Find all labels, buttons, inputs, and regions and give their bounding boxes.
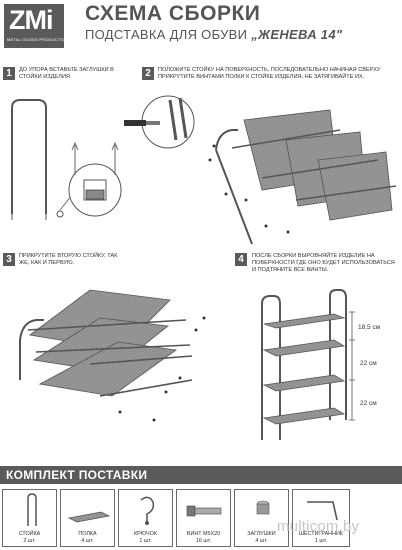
post-icon [27, 493, 37, 526]
step-2-screw-detail [124, 95, 195, 149]
step-2-assembly [208, 109, 397, 245]
step-2-number: 2 [142, 67, 154, 80]
kit-item-label: ПОЛКА [78, 531, 97, 537]
kit-item-post: СТОЙКА 2 шт. [2, 489, 57, 547]
cap-icon [256, 500, 270, 515]
kit-item-shelf: ПОЛКА 4 шт. [60, 489, 115, 547]
step-4-number: 4 [235, 253, 247, 266]
page-title: СХЕМА СБОРКИ [85, 2, 261, 25]
step-4-finished-rack [261, 289, 355, 440]
step-1-text: ДО УПОРА ВСТАВЬТЕ ЗАГЛУШКИ В СТОЙКИ ИЗДЕ… [19, 67, 114, 80]
kit-item-caps: ЗАГЛУШКИ 4 шт. [234, 489, 289, 547]
step-1-number: 1 [3, 67, 15, 80]
assembly-illustrations [11, 95, 397, 440]
dimension-label: 22 см [360, 360, 377, 367]
kit-item-qty: 1 шт. [139, 538, 152, 544]
logo-text: ZMi [9, 5, 53, 35]
step-3-number: 3 [3, 253, 15, 266]
subtitle-prefix: ПОДСТАВКА ДЛЯ ОБУВИ [85, 27, 248, 42]
kit-item-qty: 1 шт. [314, 538, 328, 544]
kit-item-label: КРЮЧОК [134, 531, 157, 537]
dimension-label: 22 см [360, 400, 377, 407]
logo-tagline: METAL GOODS PRODUCTION [7, 37, 69, 42]
shelf-icon [67, 511, 111, 523]
hook-icon [140, 496, 155, 525]
kit-item-hook: КРЮЧОК 1 шт. [118, 489, 173, 547]
kit-item-label: ВИНТ М5х20 [186, 531, 221, 537]
kit-item-label: ЗАГЛУШКИ [247, 531, 276, 537]
product-name: „ЖЕНЕВА 14" [251, 27, 343, 42]
screw-icon [186, 505, 222, 517]
step-3-assembly [19, 289, 206, 422]
kit-item-hex-key: ШЕСТИГРАННИК 1 шт. [292, 489, 350, 547]
step-1-cap-detail [68, 141, 122, 217]
hex-key-icon [307, 501, 338, 521]
kit-item-qty: 16 шт. [195, 538, 212, 544]
kit-item-label: ШЕСТИГРАННИК [299, 531, 343, 537]
kit-item-label: СТОЙКА [18, 531, 41, 537]
kit-item-screw: ВИНТ М5х20 16 шт. [176, 489, 231, 547]
dimension-label: 18,5 см [358, 324, 381, 331]
step-3-text: ПРИКРУТИТЕ ВТОРУЮ СТОЙКУ, ТАК ЖЕ, КАК И … [19, 253, 118, 266]
kit-item-qty: 4 шт. [81, 538, 94, 544]
kit-title: КОМПЛЕКТ ПОСТАВКИ [0, 466, 402, 484]
step-2-text: ПОЛОЖИТЕ СТОЙКУ НА ПОВЕРХНОСТЬ, ПОСЛЕДОВ… [158, 67, 381, 80]
page-subtitle: ПОДСТАВКА ДЛЯ ОБУВИ „ЖЕНЕВА 14" [85, 27, 342, 42]
kit-item-qty: 2 шт. [23, 538, 36, 544]
step-4-text: ПОСЛЕ СБОРКИ ВЫРОВНЯЙТЕ ИЗДЕЛИЕ НА ПОВЕР… [252, 253, 395, 273]
step-1-frame-illustration [11, 99, 73, 220]
brand-logo: ZMi METAL GOODS PRODUCTION [4, 4, 68, 48]
kit-item-qty: 4 шт. [255, 538, 268, 544]
watermark: multicom.by [277, 518, 360, 535]
